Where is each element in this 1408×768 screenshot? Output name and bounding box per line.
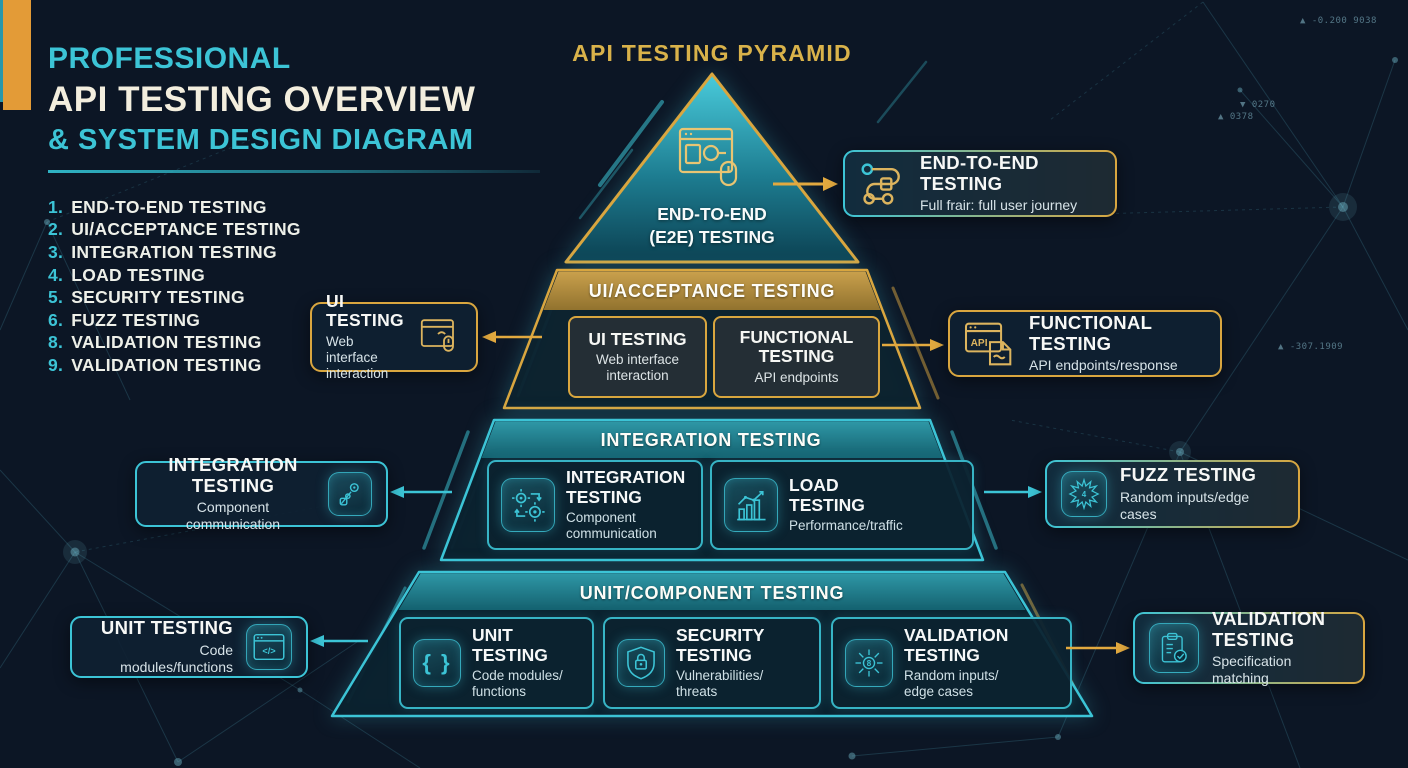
orange-accent-bar [3,0,31,110]
pyramid-level-e2e [564,72,860,264]
callout-end-to-end-testing: END-TO-END TESTING Full frair: full user… [843,150,1117,217]
flow-icon [861,162,900,205]
e2e-level-label: END-TO-END (E2E) TESTING [649,204,775,247]
svg-text:API: API [971,337,988,348]
chart-icon [724,478,778,532]
bg-data-label: ▲ -0.200 9038 [1300,16,1377,26]
svg-text:</>: </> [262,646,276,656]
arrow-to-e2e-callout [773,177,838,191]
pyramid-box-unit-testing: { } UNIT TESTING Code modules/ functions [399,617,594,709]
callout-functional-testing: API FUNCTIONAL TESTING API endpoints/res… [948,310,1222,377]
callout-unit-testing: UNIT TESTING Code modules/functions </> [70,616,308,678]
browser-mouse-icon [678,127,738,187]
legend-item: 2.UI/ACCEPTANCE TESTING [48,219,301,240]
pyramid-box-security-testing: SECURITY TESTING Vulnerabilities/ threat… [603,617,821,709]
bg-data-label: ▲ -307.1909 [1278,342,1344,352]
legend-item: 9.VALIDATION TESTING [48,354,262,375]
callout-fuzz-testing: 4 FUZZ TESTING Random inputs/edge cases [1045,460,1300,528]
bg-data-label: ▲ 0378 [1218,112,1254,122]
legend-list: 1.END-TO-END TESTING 2.UI/ACCEPTANCE TES… [48,196,301,377]
gears-chain-icon [328,472,372,516]
bg-data-label: ▼ 0270 [1240,100,1276,110]
code-window-icon: </> [246,624,292,670]
api-document-icon: API [964,322,1012,365]
pyramid-box-integration-testing: INTEGRATION TESTING Component communicat… [487,460,703,550]
legend-item: 5.SECURITY TESTING [48,287,245,308]
page-title: API TESTING OVERVIEW [48,80,476,119]
teal-edge-bar [0,0,4,102]
legend-item: 4.LOAD TESTING [48,264,206,285]
svg-text:8: 8 [867,659,872,668]
legend-item: 6.FUZZ TESTING [48,309,201,330]
svg-text:4: 4 [1082,490,1087,499]
braces-icon: { } [413,639,461,687]
pyramid-box-functional-testing: FUNCTIONAL TESTING API endpoints [713,316,880,398]
header-divider [48,170,540,173]
clipboard-check-icon [1149,623,1199,673]
level-band-title: UI/ACCEPTANCE TESTING [588,281,836,301]
scatter-inputs-icon: 8 [845,639,893,687]
pyramid-box-validation-testing: 8 VALIDATION TESTING Random inputs/ edge… [831,617,1072,709]
gears-icon [501,478,555,532]
legend-item: 1.END-TO-END TESTING [48,196,267,217]
callout-validation-testing: VALIDATION TESTING Specification matchin… [1133,608,1365,686]
shield-lock-icon [617,639,665,687]
legend-item: 8.VALIDATION TESTING [48,332,262,353]
legend-item: 3.INTEGRATION TESTING [48,241,277,262]
pyramid-box-load-testing: LOAD TESTING Performance/traffic [710,460,974,550]
burst-icon: 4 [1061,471,1107,517]
arrow-to-unit-callout [310,635,368,647]
pyramid-box-ui-testing: UI TESTING Web interface interaction [568,316,707,398]
callout-integration-testing: INTEGRATION TESTING Component communicat… [135,454,388,532]
arrow-to-ui-callout [482,331,542,343]
header-kicker: PROFESSIONAL [48,42,291,75]
arrow-to-fuzz-callout [984,486,1042,498]
callout-ui-testing: UI TESTING Web interface interaction [310,291,478,381]
header-subtitle: & SYSTEM DESIGN DIAGRAM [48,124,474,156]
arrow-to-functional-callout [882,339,944,351]
arrow-to-validation-callout [1066,642,1130,654]
level-band-title: INTEGRATION TESTING [600,430,822,450]
level-band-title: UNIT/COMPONENT TESTING [579,583,845,603]
pyramid-title: API TESTING PYRAMID [572,40,852,66]
arrow-to-integration-callout [390,486,452,498]
browser-mouse-icon [420,319,454,352]
